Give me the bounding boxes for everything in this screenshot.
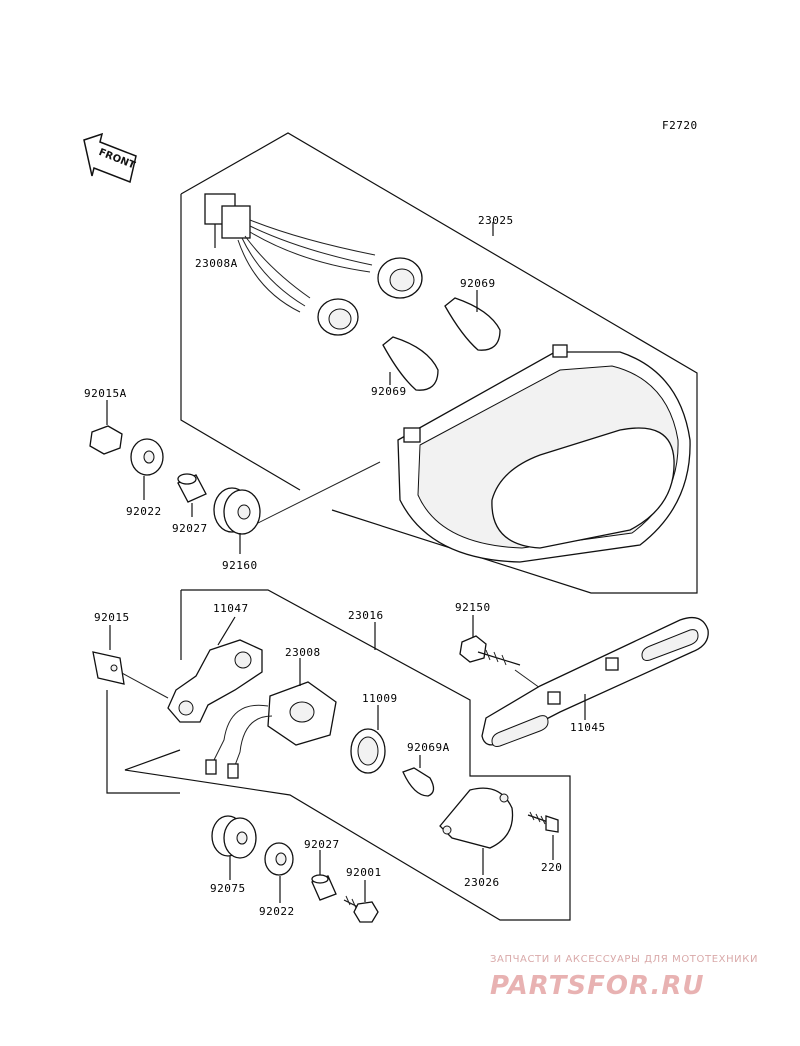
watermark-logo: PARTSFOR.RU: [490, 971, 704, 1001]
label-92069-top: 92069: [460, 277, 496, 290]
label-23008: 23008: [285, 646, 321, 659]
screw-220: [527, 811, 559, 833]
collar-92027: [177, 473, 207, 503]
clip-92015: [92, 651, 125, 685]
bracket-11045: [481, 616, 709, 747]
label-92015: 92015: [94, 611, 130, 624]
tail-light-lens: [397, 344, 691, 563]
grommet-92160: [213, 487, 261, 535]
washer-92022: [130, 438, 164, 476]
bolt-92001: [343, 895, 379, 923]
label-92027-bottom: 92027: [304, 838, 340, 851]
label-92027-top: 92027: [172, 522, 208, 535]
bracket-11047: [167, 639, 263, 723]
label-92150: 92150: [455, 601, 491, 614]
label-92075: 92075: [210, 882, 246, 895]
label-23026: 23026: [464, 876, 500, 889]
label-11047: 11047: [213, 602, 249, 615]
label-11009: 11009: [362, 692, 398, 705]
front-arrow-icon: FRONT: [83, 132, 137, 184]
label-220: 220: [541, 861, 562, 874]
label-92069A: 92069A: [407, 741, 450, 754]
wire-harness-connector: [204, 193, 423, 336]
collar-92027-lower: [311, 874, 337, 901]
label-23008A: 23008A: [195, 257, 238, 270]
label-92069-bottom: 92069: [371, 385, 407, 398]
diagram-code: F2720: [662, 119, 698, 132]
label-92160: 92160: [222, 559, 258, 572]
label-92015A: 92015A: [84, 387, 127, 400]
label-23025: 23025: [478, 214, 514, 227]
bolt-92150: [459, 635, 521, 666]
socket-23008: [205, 681, 337, 779]
nut-92015A: [89, 425, 123, 455]
grommet-92075: [211, 815, 257, 859]
label-92022-bottom: 92022: [259, 905, 295, 918]
cover-23026: [439, 787, 514, 849]
label-92022-top: 92022: [126, 505, 162, 518]
label-23016: 23016: [348, 609, 384, 622]
bulb-92069A: [402, 767, 435, 797]
bulb-icon: [382, 297, 501, 391]
label-11045: 11045: [570, 721, 606, 734]
washer-92022-lower: [264, 842, 294, 876]
seal-11009: [350, 728, 386, 774]
label-92001: 92001: [346, 866, 382, 879]
watermark-tagline: ЗАПЧАСТИ И АКСЕССУАРЫ ДЛЯ МОТОТЕХНИКИ: [490, 954, 758, 965]
